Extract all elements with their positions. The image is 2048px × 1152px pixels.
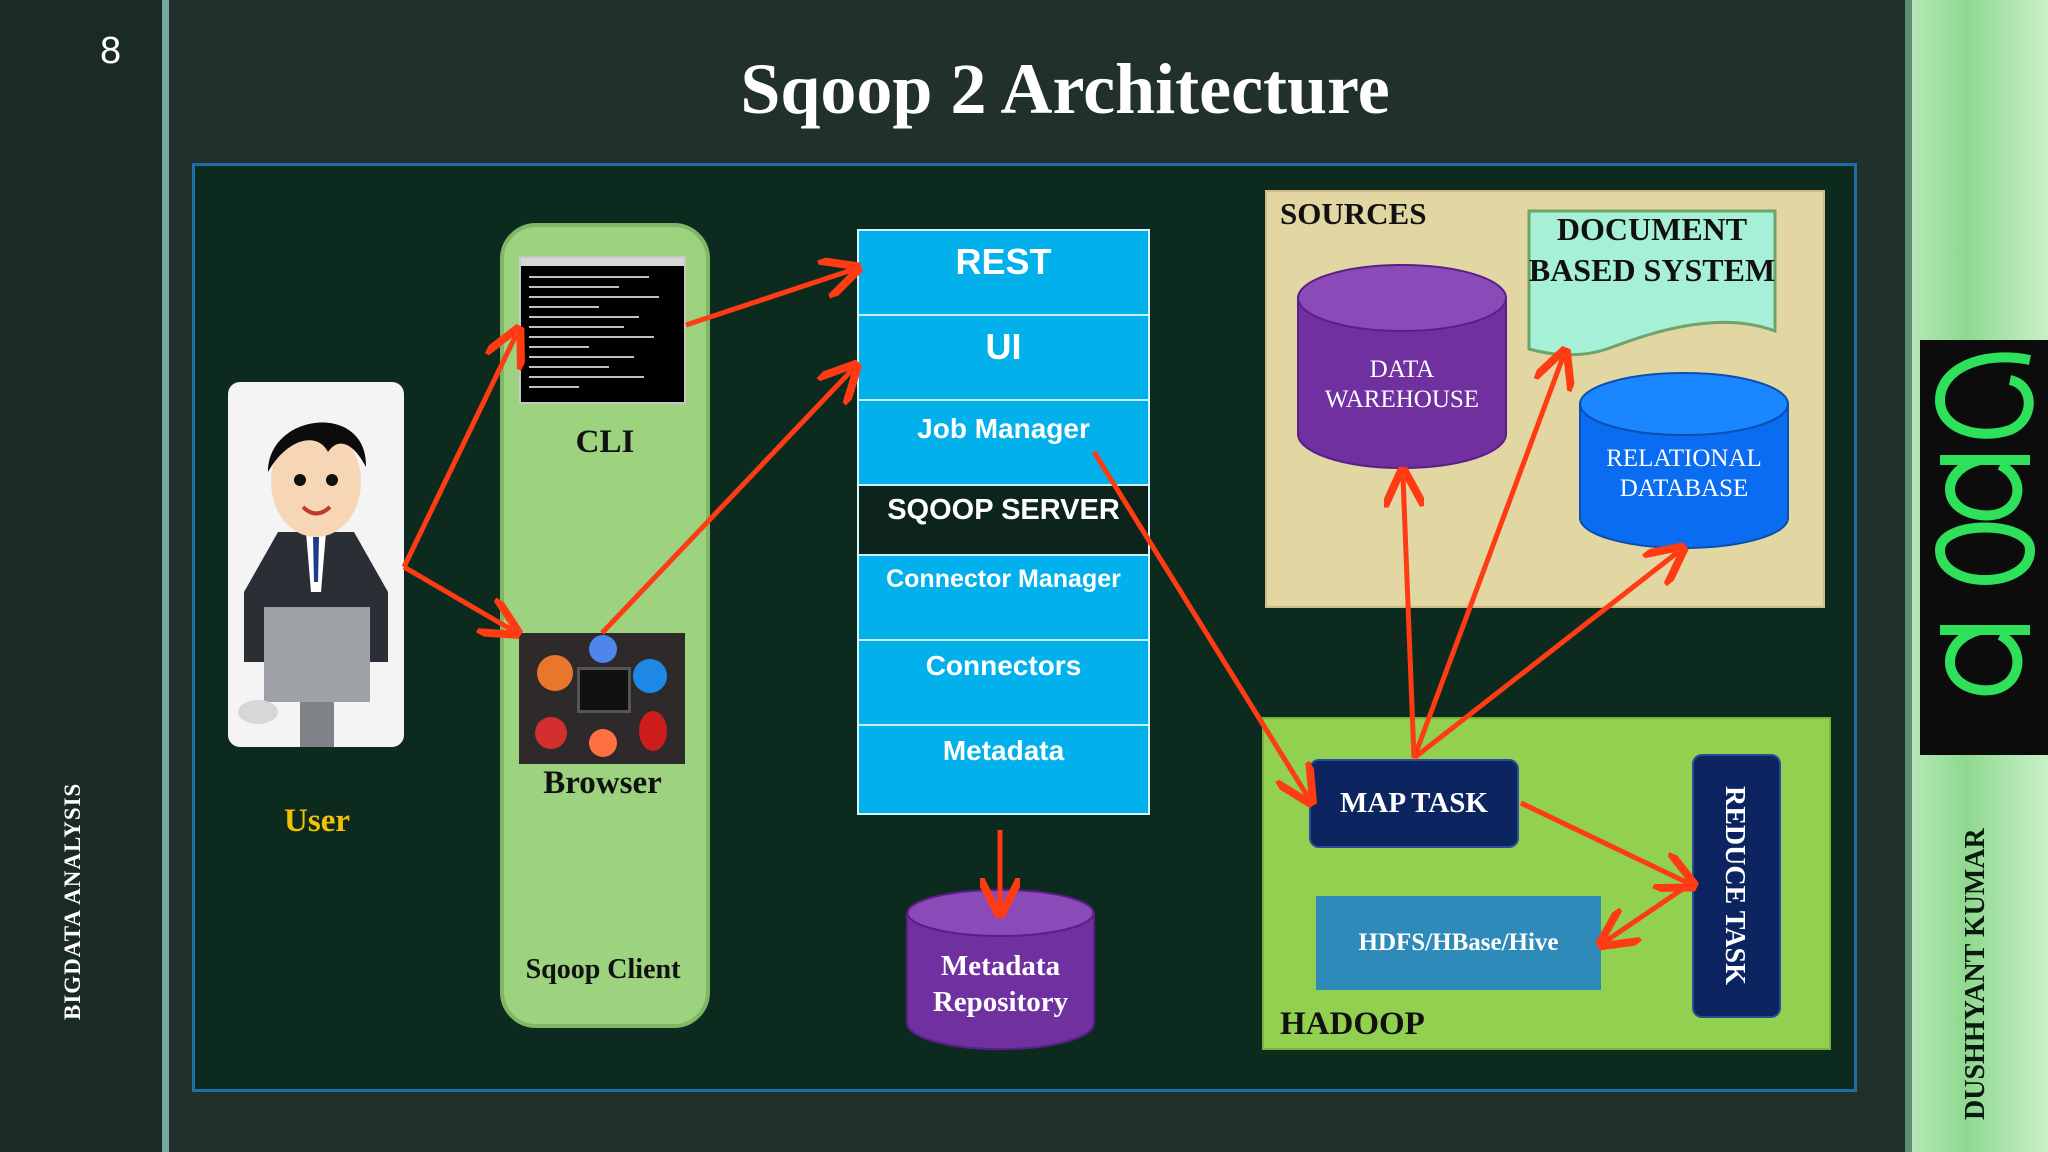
arrow-map-to-document	[1411, 357, 1563, 759]
metadata-repository-label: Metadata Repository	[932, 950, 1069, 1018]
monitor-icon	[577, 667, 631, 713]
left-accent-bar	[162, 0, 169, 1152]
cli-label: CLI	[575, 424, 635, 460]
chrome-icon	[589, 635, 617, 663]
arrow-reduce-to-hdfs	[1606, 881, 1692, 941]
server-row-connectors: Connectors	[859, 641, 1148, 726]
arrow-map-to-relational	[1412, 552, 1678, 760]
waterfox-icon	[589, 729, 617, 757]
arrow-jobmanager-to-maptask	[1091, 450, 1308, 797]
server-row-rest: REST	[859, 231, 1148, 316]
opera-icon	[639, 711, 667, 751]
sqoop-server-stack: REST UI Job Manager SQOOP SERVER Connect…	[857, 229, 1150, 815]
user-label: User	[284, 803, 350, 839]
browser-icons	[519, 633, 685, 764]
sqoop-client-label: Sqoop Client	[525, 954, 681, 985]
arrow-user-to-cli	[401, 335, 516, 569]
map-task-box: MAP TASK	[1309, 759, 1519, 848]
left-sidebar	[0, 0, 162, 1152]
right-accent-bar	[1905, 0, 1912, 1152]
vivaldi-icon	[535, 717, 567, 749]
server-row-connector-manager: Connector Manager	[859, 556, 1148, 641]
browser-label: Browser	[543, 765, 662, 801]
server-row-metadata: Metadata	[942, 735, 1065, 766]
hadoop-heading: HADOOP	[1280, 1006, 1425, 1042]
relational-database-cylinder	[1578, 370, 1790, 550]
edge-icon	[633, 659, 667, 693]
arrow-map-to-reduce	[1519, 800, 1688, 883]
document-based-system-label: DOCUMENT BASED SYSTEM	[1528, 211, 1776, 288]
sources-heading: SOURCES	[1280, 196, 1427, 231]
data-warehouse-label: DATA WAREHOUSE	[1324, 356, 1480, 413]
arrow-user-to-browser	[402, 564, 512, 630]
data-warehouse-cylinder	[1296, 262, 1508, 472]
arrow-map-to-warehouse	[1403, 477, 1414, 759]
server-row-ui: UI	[859, 316, 1148, 401]
arrow-browser-to-ui	[600, 370, 852, 635]
user-avatar-card	[228, 382, 404, 747]
slide-title: Sqoop 2 Architecture	[740, 49, 1390, 129]
relational-database-label: RELATIONAL DATABASE	[1606, 445, 1762, 502]
server-row-job-manager: Job Manager	[859, 401, 1148, 486]
brand-logo	[1920, 340, 2048, 755]
user-icon	[238, 422, 388, 747]
arrow-cli-to-rest	[685, 270, 852, 328]
metadata-repository-cylinder	[905, 888, 1096, 1053]
firefox-icon	[537, 655, 573, 691]
terminal-icon	[519, 256, 686, 404]
slide-number: 8	[100, 30, 122, 72]
hdfs-storage-box: HDFS/HBase/Hive	[1316, 896, 1601, 990]
server-row-sqoop-server: SQOOP SERVER	[859, 486, 1148, 556]
